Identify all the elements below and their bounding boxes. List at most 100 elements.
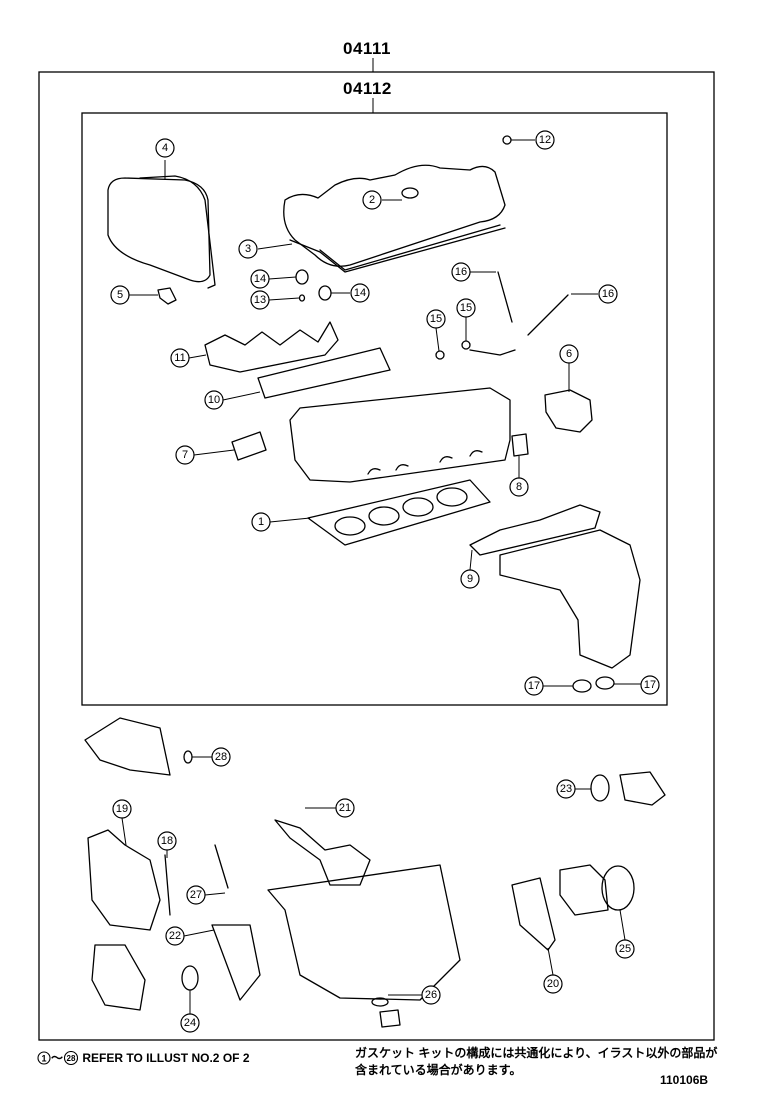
drain-gasket-26-part	[371, 997, 389, 1007]
callout-27: 27	[186, 885, 206, 905]
svg-text:5: 5	[117, 289, 123, 301]
callout-16a: 16	[451, 262, 471, 282]
seal-23-part	[590, 774, 610, 802]
gasket-17a-part	[572, 679, 592, 693]
o-ring-28-part	[183, 750, 193, 764]
callout-25: 25	[615, 939, 635, 959]
callout-17a: 17	[524, 676, 544, 696]
refer-text: REFER TO ILLUST NO.2 OF 2	[82, 1051, 250, 1065]
callout-16b: 16	[598, 284, 618, 304]
gasket-22-part	[211, 924, 261, 1001]
svg-text:3: 3	[245, 243, 251, 255]
svg-text:1: 1	[41, 1054, 46, 1064]
illustration-code: 110106B	[660, 1073, 709, 1087]
callout-14a: 14	[250, 269, 270, 289]
valve-16b-part	[527, 294, 569, 336]
intake-gasket-10-part	[257, 347, 391, 399]
clip-part	[157, 287, 177, 305]
callout-6: 6	[559, 344, 579, 364]
japanese-note: ガスケット キットの構成には共通化により、イラスト以外の部品が含まれている場合が…	[355, 1046, 718, 1077]
svg-text:4: 4	[162, 142, 168, 154]
svg-text:18: 18	[161, 835, 173, 847]
callout-3: 3	[238, 239, 258, 259]
o-ring-13-part	[298, 294, 306, 302]
callout-15a: 15	[426, 309, 446, 329]
rear-seal-25-part	[601, 865, 635, 911]
svg-text:17: 17	[528, 680, 540, 692]
callout-28: 28	[211, 747, 231, 767]
valve-cover-gasket-part	[289, 227, 506, 273]
svg-text:16: 16	[602, 288, 614, 300]
seal-24-part	[181, 965, 199, 991]
head-gasket-part	[307, 479, 491, 546]
kit-code-outer: 04111	[343, 39, 391, 58]
range-end-circle: 28	[63, 1050, 79, 1066]
svg-text:21: 21	[339, 802, 351, 814]
svg-text:12: 12	[539, 134, 551, 146]
svg-text:1: 1	[258, 516, 264, 528]
svg-text:6: 6	[566, 348, 572, 360]
svg-text:20: 20	[547, 978, 559, 990]
timing-belt-cover-part	[107, 175, 216, 289]
oil-strainer-part	[274, 819, 371, 886]
callout-2: 2	[362, 190, 382, 210]
callout-8: 8	[509, 477, 529, 497]
valve-cover-part	[283, 164, 506, 271]
callout-18: 18	[157, 831, 177, 851]
gasket-7-part	[231, 431, 267, 461]
intake-gasket-11-part	[204, 321, 339, 373]
water-outlet-gasket-part	[544, 389, 593, 433]
seal-15b-part	[461, 340, 471, 350]
drain-plug-part	[379, 1009, 401, 1028]
svg-text:17: 17	[644, 679, 656, 691]
callout-5: 5	[110, 285, 130, 305]
svg-text:10: 10	[208, 394, 220, 406]
seal-14b-part	[318, 285, 332, 301]
callout-19: 19	[112, 799, 132, 819]
kit-code-inner: 04112	[343, 79, 392, 98]
callout-7: 7	[175, 445, 195, 465]
gasket-8-part	[511, 433, 529, 457]
timing-cover-lower-part	[91, 944, 146, 1011]
water-inlet-part	[84, 717, 171, 776]
timing-cover-upper-part	[87, 829, 161, 931]
oil-pan-part	[267, 864, 461, 1001]
svg-text:16: 16	[455, 266, 467, 278]
range-start-circle: 1	[37, 1051, 51, 1065]
svg-text:14: 14	[354, 287, 366, 299]
svg-text:26: 26	[425, 989, 437, 1001]
svg-text:13: 13	[254, 294, 266, 306]
rear-housing-part	[559, 864, 609, 916]
svg-text:2: 2	[369, 194, 375, 206]
callout-14b: 14	[350, 283, 370, 303]
callout-1: 1	[251, 512, 271, 532]
exhaust-manifold-part	[499, 529, 641, 669]
callout-21: 21	[335, 798, 355, 818]
svg-text:8: 8	[516, 481, 522, 493]
svg-text:28: 28	[215, 751, 227, 763]
housing-23-part	[619, 771, 666, 806]
seal-15a-part	[435, 350, 445, 360]
callout-22: 22	[165, 926, 185, 946]
svg-text:15: 15	[430, 313, 442, 325]
svg-text:7: 7	[182, 449, 188, 461]
callout-17b: 17	[640, 675, 660, 695]
svg-text:25: 25	[619, 943, 631, 955]
range-tilde: ～	[51, 1051, 64, 1065]
valve-16a-part	[497, 271, 513, 323]
exhaust-gasket-part	[469, 504, 601, 556]
callout-4: 4	[155, 138, 175, 158]
svg-text:27: 27	[190, 889, 202, 901]
callout-10: 10	[204, 390, 224, 410]
svg-text:28: 28	[67, 1054, 76, 1063]
dipstick-part	[214, 844, 229, 889]
svg-text:23: 23	[560, 783, 572, 795]
callout-20: 20	[543, 974, 563, 994]
o-ring-12-part	[502, 135, 512, 145]
callout-12: 12	[535, 130, 555, 150]
svg-text:19: 19	[116, 803, 128, 815]
gasket-20-part	[511, 877, 556, 951]
svg-text:9: 9	[467, 573, 473, 585]
seal-14a-part	[295, 269, 309, 285]
gasket-17b-part	[595, 676, 615, 690]
